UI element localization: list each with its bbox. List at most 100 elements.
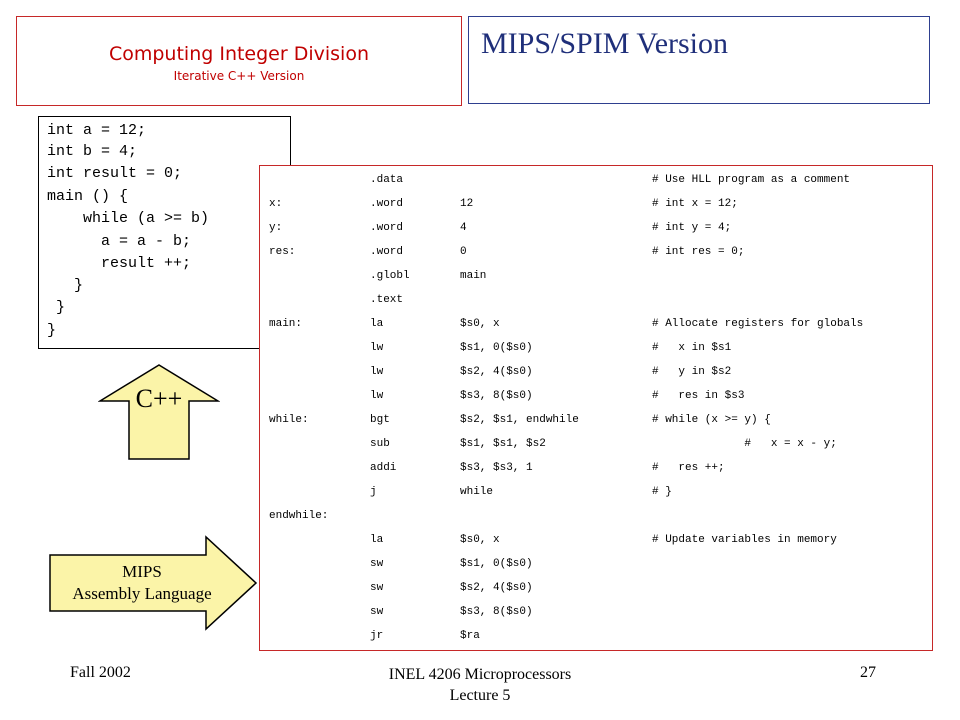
asm-operands: main (460, 270, 487, 282)
asm-opcode: sw (370, 558, 384, 570)
asm-operands: $s3, 8($s0) (460, 606, 533, 618)
asm-comment: # int res = 0; (652, 246, 745, 258)
asm-comment: # res in $s3 (652, 390, 745, 402)
cpp-code-line: } (47, 277, 84, 294)
asm-comment: # while (x >= y) { (652, 414, 771, 426)
asm-operands: $s1, 0($s0) (460, 558, 533, 570)
asm-row: main: la $s0, x # Allocate registers for… (260, 317, 932, 332)
asm-operands: while (460, 486, 494, 498)
cpp-code-line: int a = 12; (47, 122, 147, 139)
asm-operands: $s1, 0($s0) (460, 342, 533, 354)
asm-row: lw $s3, 8($s0) # res in $s3 (260, 389, 932, 404)
asm-operands: 4 (460, 222, 467, 234)
asm-opcode: .text (370, 294, 404, 306)
asm-row: lw $s2, 4($s0) # y in $s2 (260, 365, 932, 380)
cpp-code-line: a = a - b; (47, 233, 192, 250)
asm-comment: # y in $s2 (652, 366, 732, 378)
footer-left: Fall 2002 (70, 664, 131, 681)
asm-row: x: .word 12 # int x = 12; (260, 197, 932, 212)
asm-opcode: .word (370, 198, 404, 210)
mips-title: MIPS/SPIM Version (481, 27, 729, 60)
asm-comment: # x = x - y; (652, 438, 837, 450)
asm-operands: $s2, 4($s0) (460, 582, 533, 594)
slide-title: Computing Integer Division (108, 43, 370, 65)
asm-opcode: addi (370, 462, 397, 474)
asm-label: while: (269, 414, 309, 426)
footer-lecture: Lecture 5 (449, 687, 511, 704)
asm-row: res: .word 0 # int res = 0; (260, 245, 932, 260)
asm-row: .data # Use HLL program as a comment (260, 173, 932, 188)
asm-row: .text (260, 293, 932, 308)
cpp-code-box: int a = 12; int b = 4; int result = 0; m… (38, 116, 291, 349)
asm-comment: # Update variables in memory (652, 534, 837, 546)
asm-row: endwhile: (260, 509, 932, 524)
asm-opcode: lw (370, 342, 384, 354)
asm-opcode: la (370, 318, 384, 330)
cpp-code-line: } (47, 299, 66, 316)
asm-opcode: sub (370, 438, 390, 450)
asm-opcode: la (370, 534, 384, 546)
asm-label: y: (269, 222, 283, 234)
footer-course: INEL 4206 Microprocessors (388, 666, 572, 683)
right-arrow-icon (49, 535, 258, 631)
asm-row: .globl main (260, 269, 932, 284)
asm-opcode: jr (370, 630, 384, 642)
asm-operands: $ra (460, 630, 480, 642)
asm-opcode: lw (370, 366, 384, 378)
asm-opcode: lw (370, 390, 384, 402)
asm-comment: # } (652, 486, 672, 498)
asm-label: main: (269, 318, 303, 330)
cpp-code-line: result ++; (47, 255, 192, 272)
cpp-code-line: int b = 4; (47, 143, 138, 160)
mips-title-box: MIPS/SPIM Version (468, 16, 930, 104)
mips-arrow-label: MIPS Assembly Language (52, 561, 232, 605)
cpp-arrow-label: C++ (135, 384, 183, 413)
asm-opcode: bgt (370, 414, 390, 426)
asm-label: res: (269, 246, 296, 258)
mips-arrow-label-line2: Assembly Language (72, 584, 212, 603)
asm-operands: $s0, x (460, 318, 500, 330)
asm-operands: $s2, $s1, endwhile (460, 414, 579, 426)
asm-operands: $s3, 8($s0) (460, 390, 533, 402)
asm-operands: 12 (460, 198, 474, 210)
asm-opcode: .globl (370, 270, 410, 282)
asm-operands: $s3, $s3, 1 (460, 462, 533, 474)
up-arrow-shape (98, 364, 220, 460)
asm-row: sw $s3, 8($s0) (260, 605, 932, 620)
slide-number: 27 (860, 664, 876, 681)
asm-label: endwhile: (269, 510, 329, 522)
asm-label: x: (269, 198, 283, 210)
asm-opcode: j (370, 486, 377, 498)
asm-comment: # x in $s1 (652, 342, 732, 354)
asm-opcode: .data (370, 174, 404, 186)
slide-title-box: Computing Integer Division Iterative C++… (16, 16, 462, 106)
asm-opcode: sw (370, 582, 384, 594)
asm-row: jr $ra (260, 629, 932, 644)
asm-row: j while # } (260, 485, 932, 500)
slide-subtitle: Iterative C++ Version (173, 69, 305, 83)
asm-operands: $s2, 4($s0) (460, 366, 533, 378)
asm-comment: # int x = 12; (652, 198, 738, 210)
asm-comment: # Allocate registers for globals (652, 318, 864, 330)
asm-row: y: .word 4 # int y = 4; (260, 221, 932, 236)
asm-comment: # Use HLL program as a comment (652, 174, 851, 186)
cpp-code-line: while (a >= b) (47, 210, 210, 227)
asm-row: la $s0, x # Update variables in memory (260, 533, 932, 548)
mips-arrow-label-line1: MIPS (122, 562, 162, 581)
asm-row: sub $s1, $s1, $s2 # x = x - y; (260, 437, 932, 452)
asm-opcode: .word (370, 246, 404, 258)
asm-operands: $s1, $s1, $s2 (460, 438, 546, 450)
mips-code-box: .data # Use HLL program as a comment x: … (259, 165, 933, 651)
asm-operands: 0 (460, 246, 467, 258)
asm-row: sw $s2, 4($s0) (260, 581, 932, 596)
up-arrow-icon (98, 364, 220, 460)
asm-row: lw $s1, 0($s0) # x in $s1 (260, 341, 932, 356)
footer-center: INEL 4206 Microprocessors Lecture 5 (330, 664, 630, 706)
asm-operands: $s0, x (460, 534, 500, 546)
asm-comment: # res ++; (652, 462, 725, 474)
asm-row: while: bgt $s2, $s1, endwhile # while (x… (260, 413, 932, 428)
asm-opcode: .word (370, 222, 404, 234)
cpp-code-line: } (47, 322, 57, 339)
cpp-code-line: main () { (47, 188, 129, 205)
right-arrow-shape (49, 535, 258, 631)
